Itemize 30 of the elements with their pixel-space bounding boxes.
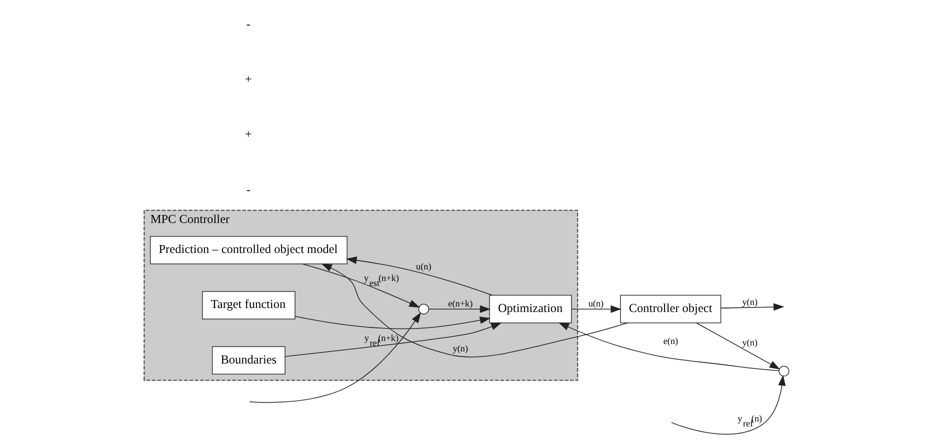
edge-label: e(n)	[663, 336, 678, 346]
label: +	[244, 72, 252, 86]
node-circle	[778, 366, 790, 376]
label: +	[244, 127, 252, 142]
node-box: Boundaries	[212, 346, 286, 375]
edge-label: u(n)	[588, 298, 604, 308]
label: -	[246, 16, 251, 31]
edge-label: u(n)	[416, 262, 432, 272]
edge-label: y(n)	[452, 344, 468, 354]
node-box: Optimization	[489, 294, 572, 324]
edge-label: y(n)	[742, 296, 758, 307]
node-box: Prediction – controlled object model	[150, 236, 348, 264]
arrow	[428, 305, 491, 313]
edge-label: e(n+k)	[448, 298, 473, 308]
arrow	[302, 264, 420, 308]
arrow	[696, 322, 780, 370]
arrow	[346, 256, 493, 296]
node-circle	[418, 304, 430, 314]
arrow	[720, 303, 784, 311]
label: -	[246, 182, 251, 196]
node-box: Target function	[202, 291, 296, 320]
arrow	[321, 264, 628, 358]
node-box: Controller object	[620, 294, 722, 324]
arrow	[558, 322, 780, 372]
edge-label: y(n)	[742, 338, 758, 348]
arrow	[249, 312, 421, 403]
arrow	[294, 316, 491, 330]
arrow	[284, 322, 502, 357]
arrow	[671, 374, 786, 435]
arrow	[571, 305, 622, 313]
